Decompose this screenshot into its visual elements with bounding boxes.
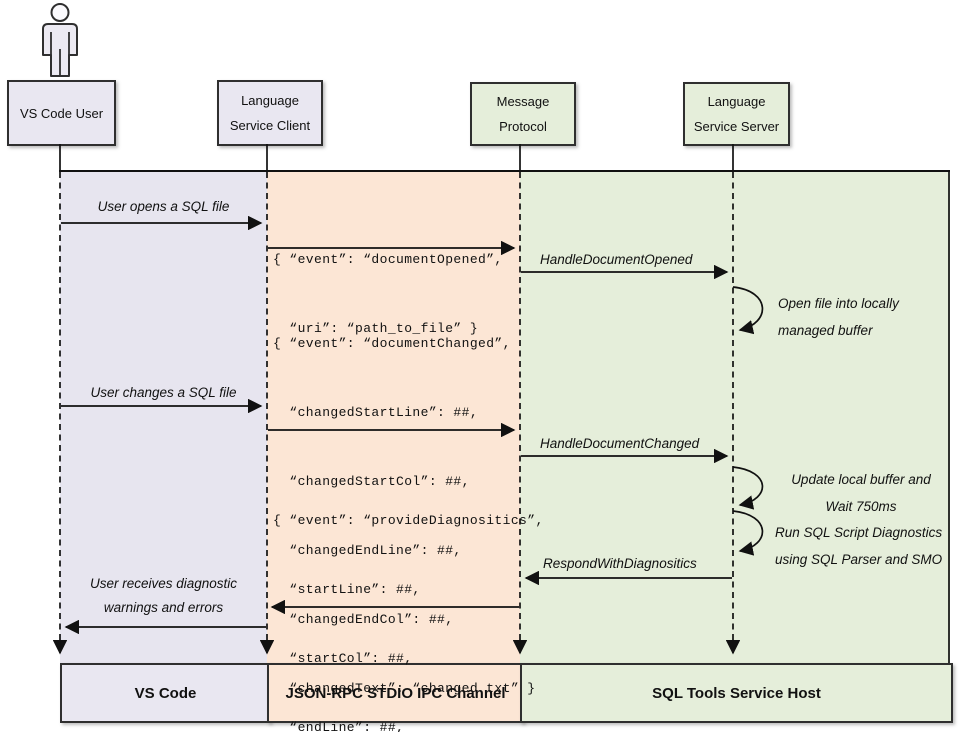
footer-label: SQL Tools Service Host (652, 684, 821, 702)
message-label-user-opens: User opens a SQL file (97, 199, 230, 214)
message-label-handle-document-changed: HandleDocumentChanged (540, 436, 700, 451)
participant-vscode-user: VS Code User (7, 80, 116, 146)
note-line: Update local buffer and (791, 472, 931, 487)
lane-vscode (60, 172, 267, 663)
note-line: Wait 750ms (825, 499, 897, 514)
participant-label: Service Server (693, 119, 780, 134)
participant-message-protocol: Message Protocol (470, 82, 576, 146)
payload-line: “changedStartCol”: ##, (273, 474, 470, 489)
participant-label: VS Code User (19, 105, 104, 121)
message-label-user-changes: User changes a SQL file (90, 385, 237, 400)
participant-label: Language (241, 93, 299, 108)
footer-box-ipc-channel: JSON-RPC STDIO IPC Channel (267, 663, 524, 723)
footer-box-vscode: VS Code (60, 663, 271, 723)
payload-line: “uri”: “path_to_file” } (273, 321, 479, 336)
note-line: Open file into locally (778, 296, 899, 311)
payload-document-opened: { “event”: “documentOpened”, “uri”: “pat… (273, 202, 503, 386)
message-label-line: User receives diagnostic (89, 576, 238, 591)
note-line: Run SQL Script Diagnostics (775, 525, 943, 540)
participant-language-service-server: Language Service Server (683, 82, 790, 146)
footer-label: JSON-RPC STDIO IPC Channel (285, 684, 506, 702)
lane-ipc-channel (267, 172, 520, 663)
payload-line: { “event”: “documentOpened”, (273, 252, 503, 267)
payload-document-changed: { “event”: “documentChanged”, “changedSt… (273, 286, 535, 732)
payload-line: “changedEndCol”: ##, (273, 612, 454, 627)
message-label-respond-with-diagnostics: RespondWithDiagnositics (543, 556, 697, 571)
message-label-handle-document-opened: HandleDocumentOpened (540, 252, 693, 267)
payload-provide-diagnostics: { “event”: “provideDiagnositics”, “start… (273, 463, 544, 732)
payload-line: “changedStartLine”: ##, (273, 405, 479, 420)
footer-label: VS Code (134, 684, 197, 702)
note-open-file: Open file into locally managed buffer (778, 290, 899, 344)
payload-line: { “event”: “provideDiagnositics”, (273, 513, 544, 528)
participant-language-service-client: Language Service Client (217, 80, 323, 146)
participant-label: Message (496, 94, 550, 109)
payload-line: “changedEndLine”: ##, (273, 543, 462, 558)
participant-label: Language (707, 94, 766, 109)
participant-label: Protocol (499, 119, 547, 134)
footer-box-service-host: SQL Tools Service Host (520, 663, 953, 723)
note-line: using SQL Parser and SMO (775, 552, 943, 567)
lane-service-host (520, 172, 950, 663)
person-icon (42, 3, 78, 77)
lifeline-stubs (59, 144, 734, 171)
participant-label: Service Client (229, 118, 311, 133)
payload-line: { “event”: “documentChanged”, (273, 336, 511, 351)
note-update-buffer: Update local buffer and Wait 750ms (775, 466, 947, 520)
message-label-user-receives: User receives diagnostic warnings and er… (60, 572, 267, 620)
payload-line: “startLine”: ##, (273, 582, 421, 597)
note-run-diagnostics: Run SQL Script Diagnostics using SQL Par… (775, 519, 942, 573)
payload-line: “endLine”: ##, (273, 720, 405, 732)
payload-line: “startCol”: ##, (273, 651, 413, 666)
message-label-line: warnings and errors (103, 600, 224, 615)
note-line: managed buffer (778, 323, 873, 338)
payload-line: “changedText”: “changed txt” } (273, 681, 536, 696)
